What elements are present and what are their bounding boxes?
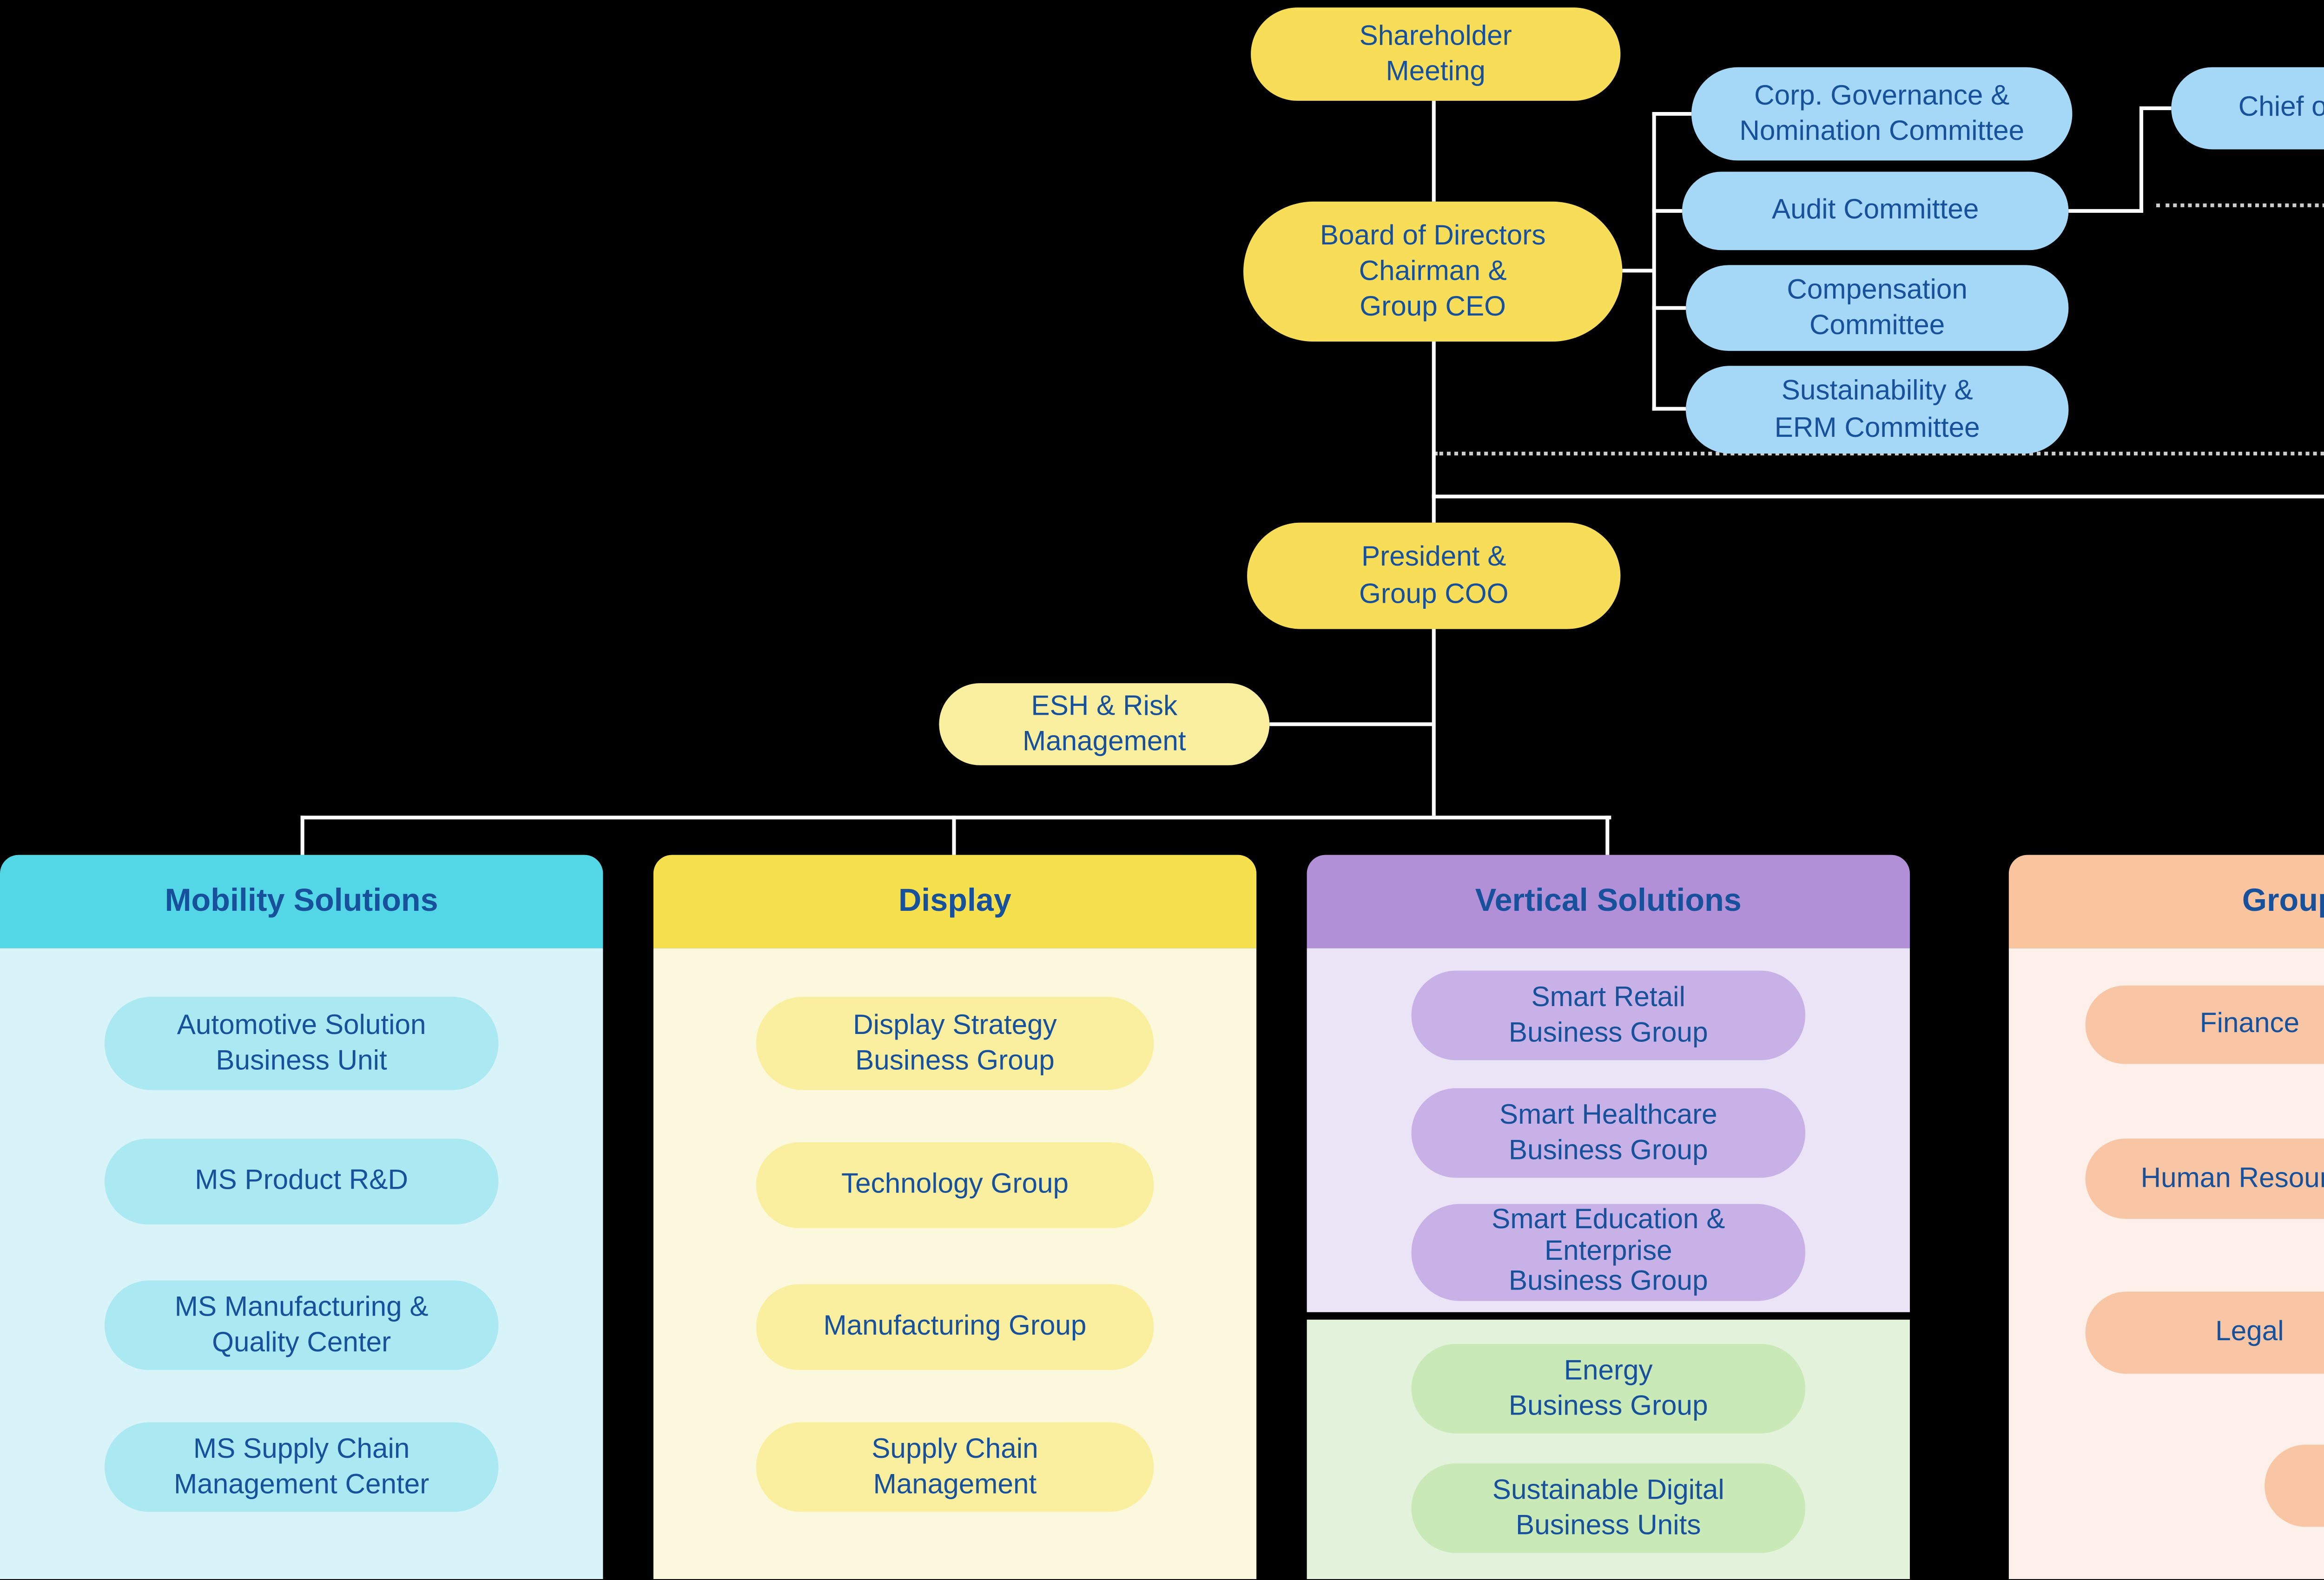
connector-committee-bracket	[1652, 112, 1656, 411]
connector-esh	[1269, 722, 1434, 726]
connector-stub-compensation	[1652, 306, 1686, 310]
node-display-strategy-business-group: Display Strategy Business Group	[756, 996, 1154, 1090]
node-human-resource: Human Resource	[2085, 1139, 2324, 1219]
giu-panel-header: Group Infrastructure Unit	[2008, 855, 2324, 948]
node-shareholder-meeting: Shareholder Meeting	[1251, 7, 1621, 101]
node-audit-committee: Audit Committee	[1682, 171, 2069, 250]
node-sustainable-digital-business-units: Sustainable Digital Business Units	[1411, 1463, 1806, 1553]
connector-shareholder-board	[1432, 100, 1436, 202]
panel-energy-sustainable: Energy Business Group Sustainable Digita…	[1307, 1319, 1910, 1580]
connector-compliance-stub	[2139, 106, 2172, 110]
node-automotive-solution-business-unit: Automotive Solution Business Unit	[104, 996, 499, 1090]
node-sustainability-erm-committee: Sustainability & ERM Committee	[1685, 366, 2069, 454]
connector-drop-vertical	[1605, 816, 1610, 855]
node-finance: Finance	[2085, 985, 2324, 1064]
dotted-compliance-back	[1433, 452, 2324, 456]
node-board-of-directors: Board of Directors Chairman & Group CEO	[1243, 201, 1623, 342]
node-smart-education-enterprise-business-group: Smart Education & Enterprise Business Gr…	[1411, 1204, 1806, 1301]
connector-board-president	[1432, 342, 1436, 523]
connector-stub-corp-governance	[1652, 112, 1692, 116]
node-technology-group: Technology Group	[756, 1142, 1154, 1228]
node-ms-manufacturing-quality-center: MS Manufacturing & Quality Center	[104, 1280, 499, 1370]
connector-audit-compliance-h	[2068, 209, 2144, 213]
connector-drop-mobility	[300, 816, 304, 855]
node-manufacturing-group: Manufacturing Group	[756, 1284, 1154, 1370]
node-compensation-committee: Compensation Committee	[1685, 265, 2069, 351]
panel-display: Display Display Strategy Business Group …	[653, 855, 1257, 1580]
mobility-panel-header: Mobility Solutions	[0, 855, 603, 948]
node-supply-chain-management: Supply Chain Management	[756, 1422, 1154, 1512]
node-ms-supply-chain-management-center: MS Supply Chain Management Center	[104, 1422, 499, 1512]
connector-divisions-bus	[300, 816, 1611, 820]
node-corp-governance-committee: Corp. Governance & Nomination Committee	[1691, 67, 2073, 161]
node-chief-of-compliance: Chief of Compliance	[2171, 67, 2324, 150]
node-smart-healthcare-business-group: Smart Healthcare Business Group	[1411, 1088, 1806, 1178]
display-panel-header: Display	[653, 855, 1257, 948]
node-esh-risk-management: ESH & Risk Management	[939, 683, 1270, 765]
connector-giu-horizontal	[1432, 494, 2324, 499]
panel-group-infrastructure-unit: Group Infrastructure Unit Finance Digita…	[2008, 855, 2324, 1580]
node-ms-product-rd: MS Product R&D	[104, 1139, 499, 1224]
connector-audit-compliance-v	[2139, 106, 2144, 213]
panel-vertical-solutions: Vertical Solutions Smart Retail Business…	[1307, 855, 1910, 1312]
node-energy-business-group: Energy Business Group	[1411, 1343, 1806, 1434]
connector-stub-audit	[1652, 209, 1682, 213]
connector-board-bracket	[1622, 269, 1654, 273]
vertical-panel-header: Vertical Solutions	[1307, 855, 1910, 948]
node-president-group-coo: President & Group COO	[1247, 522, 1621, 629]
connector-drop-display	[952, 816, 956, 855]
dotted-audit-right	[2156, 203, 2324, 207]
node-legal: Legal	[2085, 1291, 2324, 1374]
connector-stub-sustainability	[1652, 407, 1686, 411]
panel-mobility-solutions: Mobility Solutions Automotive Solution B…	[0, 855, 603, 1580]
node-smart-retail-business-group: Smart Retail Business Group	[1411, 970, 1806, 1060]
